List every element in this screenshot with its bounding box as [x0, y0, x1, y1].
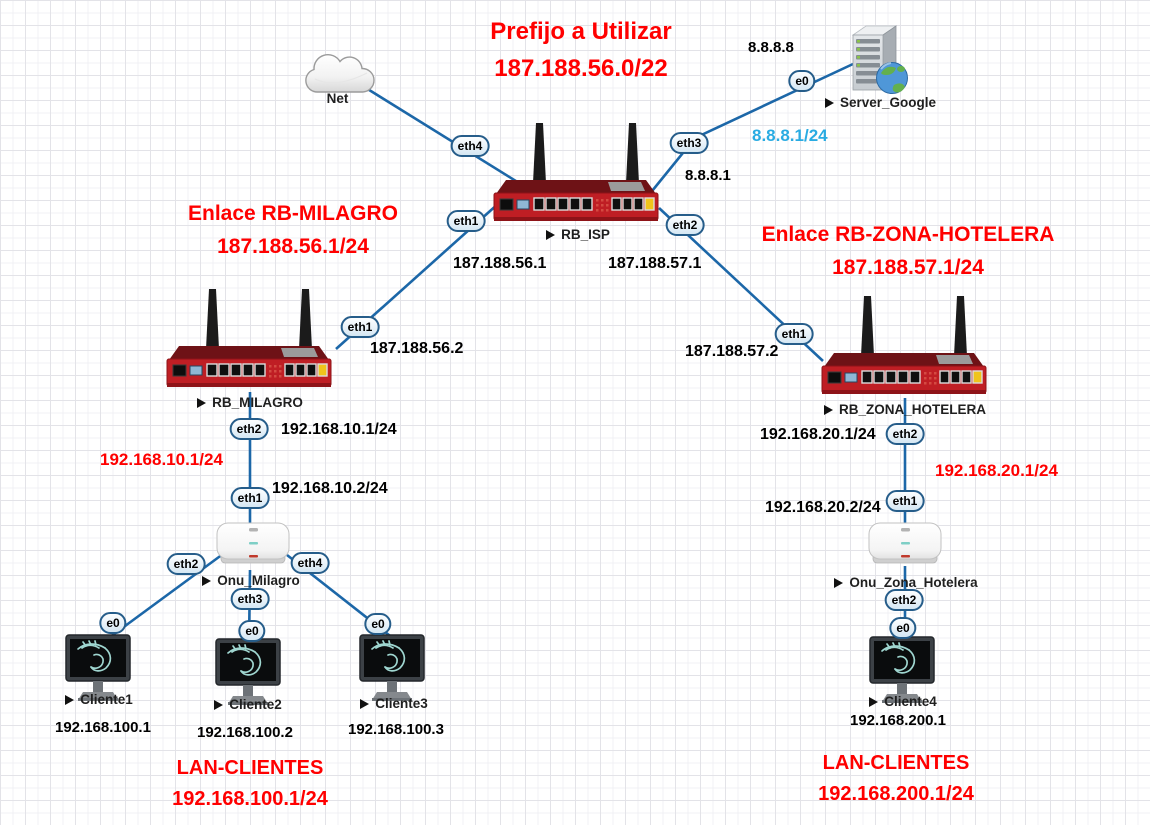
cliente3-label: Cliente3	[354, 696, 434, 711]
cliente4-label-text: Cliente4	[884, 694, 937, 709]
onu-milagro-label: Onu_Milagro	[191, 573, 311, 588]
port-label-server-e0: e0	[788, 70, 816, 92]
label-marker-icon	[869, 696, 879, 707]
port-label-cliente4-e0: e0	[889, 617, 917, 639]
ip-label-server: 8.8.8.8	[748, 39, 794, 56]
annotation-red-ip-milagro-gw: 192.168.10.1/24	[100, 450, 223, 469]
annotation-red-ip-hotelera-gw: 192.168.20.1/24	[935, 461, 1058, 480]
ip-label-isp-eth3-net: 8.8.8.1/24	[752, 126, 828, 145]
cliente4-label: Cliente4	[863, 694, 943, 709]
rb-zona-hotelera-icon[interactable]	[818, 293, 990, 401]
net-label-text: Net	[326, 91, 349, 106]
port-label-isp-eth3: eth3	[669, 132, 709, 154]
port-label-zona-eth2: eth2	[885, 423, 925, 445]
ip-label-isp-eth1: 187.188.56.1	[453, 255, 547, 272]
port-label-milagro-eth1-wan: eth1	[340, 316, 380, 338]
port-label-zona-eth1-wan: eth1	[774, 323, 814, 345]
annotation-lan-milagro-line1: LAN-CLIENTES	[176, 757, 324, 779]
annotation-enlace-milagro: Enlace RB-MILAGRO 187.188.56.1/24	[143, 197, 443, 263]
port-label-isp-eth2: eth2	[665, 214, 705, 236]
rb-isp-label: RB_ISP	[498, 227, 658, 242]
label-marker-icon	[214, 699, 224, 710]
onu-zona-hotelera-label: Onu_Zona_Hotelera	[834, 575, 978, 590]
label-marker-icon	[546, 229, 556, 240]
cliente1-label-text: Cliente1	[80, 692, 133, 707]
server-google-icon[interactable]	[845, 22, 911, 98]
rb-milagro-icon[interactable]	[163, 286, 335, 394]
cliente3-icon[interactable]	[359, 634, 425, 704]
port-label-cliente3-e0: e0	[364, 613, 392, 635]
label-marker-icon	[823, 404, 833, 415]
label-marker-icon	[824, 97, 834, 108]
ip-label-onu-milagro: 192.168.10.2/24	[272, 480, 388, 497]
cliente2-label: Cliente2	[208, 697, 288, 712]
ip-label-cliente4: 192.168.200.1	[850, 712, 946, 729]
port-label-cliente2-e0: e0	[238, 620, 266, 642]
rb-milagro-label-text: RB_MILAGRO	[212, 395, 303, 410]
port-label-onu-zona-eth2: eth2	[884, 589, 924, 611]
annotation-lan-hotelera-line1: LAN-CLIENTES	[822, 752, 970, 774]
label-marker-icon	[834, 577, 844, 588]
onu-zona-hotelera-label-text: Onu_Zona_Hotelera	[849, 575, 978, 590]
port-label-milagro-eth2: eth2	[229, 418, 269, 440]
annotation-lan-clientes-hotelera: LAN-CLIENTES 192.168.200.1/24	[796, 748, 996, 810]
label-marker-icon	[65, 694, 75, 705]
annotation-enlace-milagro-line2: 187.188.56.1/24	[217, 235, 369, 258]
port-label-isp-eth4: eth4	[450, 135, 490, 157]
port-label-onu-milagro-eth4: eth4	[290, 552, 330, 574]
port-label-onu-milagro-eth3: eth3	[230, 588, 270, 610]
onu-milagro-icon[interactable]	[211, 520, 295, 568]
annotation-enlace-hotelera-line2: 187.188.57.1/24	[832, 256, 984, 279]
rb-milagro-label: RB_MILAGRO	[169, 395, 331, 410]
ip-label-cliente2: 192.168.100.2	[197, 724, 293, 741]
label-marker-icon	[202, 575, 212, 586]
port-label-onu-milagro-eth2: eth2	[166, 553, 206, 575]
port-label-onu-zona-eth1: eth1	[885, 490, 925, 512]
onu-milagro-label-text: Onu_Milagro	[217, 573, 300, 588]
annotation-lan-clientes-milagro: LAN-CLIENTES 192.168.100.1/24	[150, 753, 350, 815]
annotation-prefijo-line2: 187.188.56.0/22	[494, 55, 668, 82]
annotation-enlace-hotelera: Enlace RB-ZONA-HOTELERA 187.188.57.1/24	[733, 218, 1083, 284]
net-label: Net	[300, 91, 375, 106]
cliente2-label-text: Cliente2	[229, 697, 282, 712]
annotation-prefijo-title: Prefijo a Utilizar 187.188.56.0/22	[431, 13, 731, 87]
ip-label-cliente1: 192.168.100.1	[55, 719, 151, 736]
ip-label-onu-hotelera: 192.168.20.2/24	[765, 499, 881, 516]
port-label-isp-eth1: eth1	[446, 210, 486, 232]
port-label-cliente1-e0: e0	[99, 612, 127, 634]
ip-label-isp-eth3: 8.8.8.1	[685, 167, 731, 184]
server-google-label: Server_Google	[818, 95, 943, 110]
onu-zona-hotelera-icon[interactable]	[863, 520, 947, 568]
annotation-lan-hotelera-line2: 192.168.200.1/24	[818, 783, 974, 805]
annotation-enlace-hotelera-line1: Enlace RB-ZONA-HOTELERA	[761, 223, 1055, 246]
annotation-prefijo-line1: Prefijo a Utilizar	[490, 18, 672, 45]
ip-label-cliente3: 192.168.100.3	[348, 721, 444, 738]
cliente1-label: Cliente1	[59, 692, 139, 707]
rb-zona-hotelera-label-text: RB_ZONA_HOTELERA	[838, 402, 986, 417]
ip-label-hotelera-eth2: 192.168.20.1/24	[760, 426, 876, 443]
ip-label-isp-eth2: 187.188.57.1	[608, 255, 702, 272]
ip-label-milagro-wan: 187.188.56.2	[370, 340, 464, 357]
rb-isp-icon[interactable]	[490, 120, 662, 228]
server-google-label-text: Server_Google	[839, 95, 937, 110]
cliente3-label-text: Cliente3	[375, 696, 428, 711]
annotation-enlace-milagro-line1: Enlace RB-MILAGRO	[187, 202, 399, 225]
ip-label-milagro-eth2: 192.168.10.1/24	[281, 421, 397, 438]
annotation-lan-milagro-line2: 192.168.100.1/24	[172, 788, 328, 810]
port-label-onu-milagro-eth1: eth1	[230, 487, 270, 509]
label-marker-icon	[360, 698, 370, 709]
label-marker-icon	[197, 397, 207, 408]
rb-zona-hotelera-label: RB_ZONA_HOTELERA	[815, 402, 995, 417]
rb-isp-label-text: RB_ISP	[561, 227, 610, 242]
ip-label-hotelera-wan: 187.188.57.2	[685, 343, 779, 360]
